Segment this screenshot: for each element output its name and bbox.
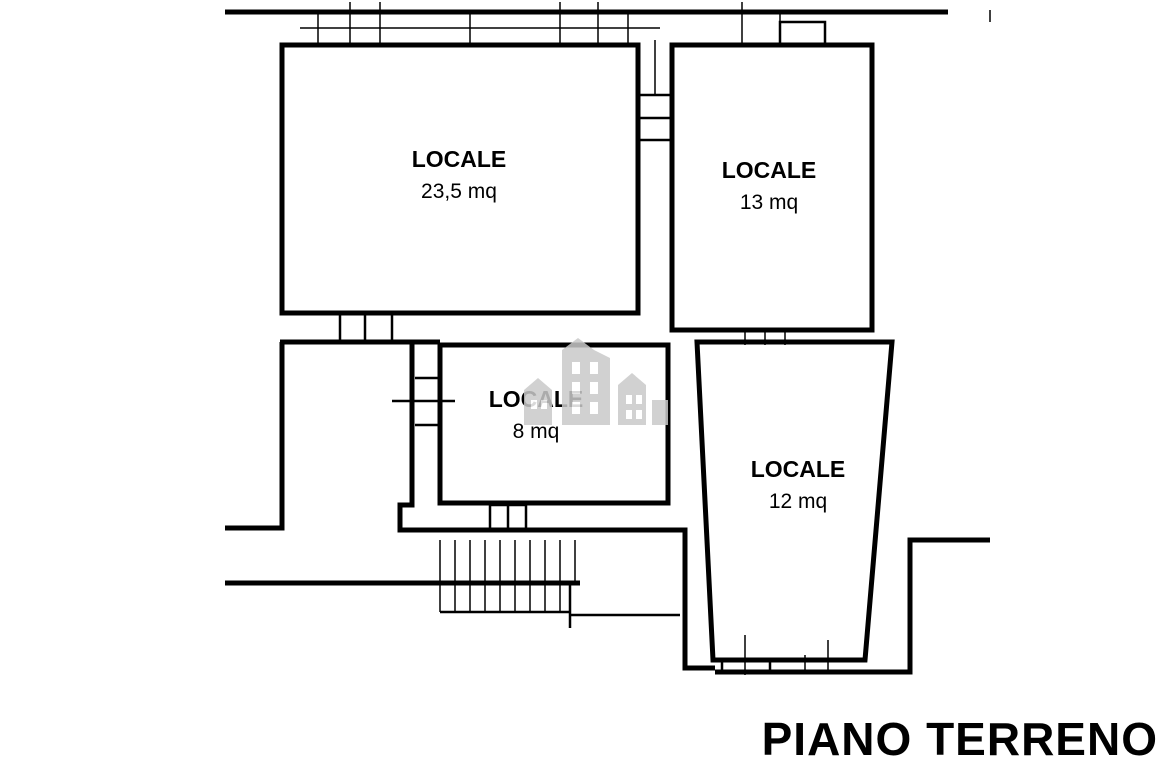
room-locale-12: LOCALE 12 mq (694, 339, 895, 675)
top-boundary-wall (225, 2, 991, 46)
room-area: 12 mq (769, 490, 827, 513)
room-name: LOCALE (722, 157, 817, 183)
left-lower-walls (225, 339, 455, 533)
door-room3-bottom (488, 503, 528, 532)
room-area: 23,5 mq (421, 180, 497, 203)
room-area: 13 mq (740, 191, 798, 214)
house-logo-icon (524, 338, 668, 425)
right-lower-wall (715, 537, 990, 675)
room-locale-23-5: LOCALE 23,5 mq (279, 42, 641, 316)
corridor-door (638, 40, 672, 142)
room-name: LOCALE (412, 146, 507, 172)
opening-room1-bottom (338, 313, 394, 342)
room-locale-13: LOCALE 13 mq (669, 42, 875, 345)
staircase (225, 527, 715, 671)
floor-title: PIANO TERRENO (762, 713, 1158, 765)
room-name: LOCALE (751, 456, 846, 482)
room-area: 8 mq (513, 420, 560, 443)
